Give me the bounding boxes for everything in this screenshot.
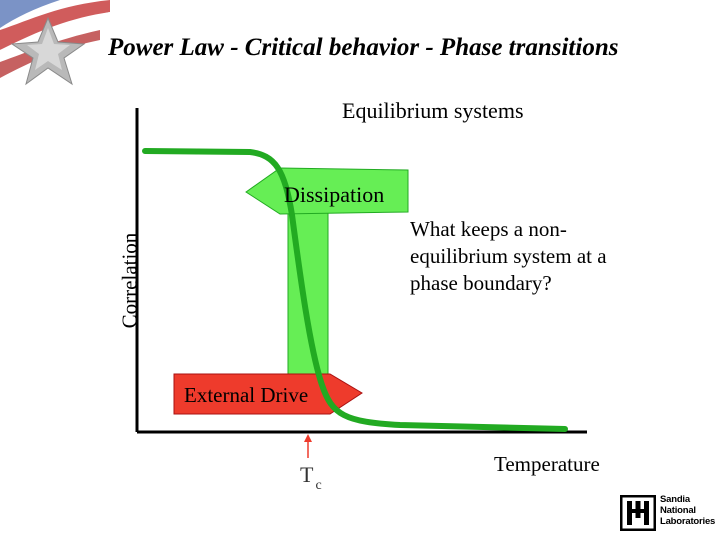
- dissipation-label: Dissipation: [284, 182, 385, 207]
- tc-subscript: c: [315, 478, 322, 493]
- tc-symbol: T: [300, 462, 314, 487]
- logo-line-3: Laboratories: [660, 516, 716, 527]
- sandia-logo-text: Sandia National Laboratories: [660, 494, 715, 527]
- correlation-curve: [142, 148, 568, 432]
- x-axis-label: Temperature: [494, 452, 600, 476]
- slide-title: Power Law - Critical behavior - Phase tr…: [108, 34, 619, 61]
- logo-line-2: National: [660, 505, 696, 516]
- external-drive-arrow: [173, 373, 363, 415]
- logo-line-1: Sandia: [660, 494, 690, 505]
- question-text: What keeps a non-equilibrium system at a…: [410, 217, 607, 295]
- subtitle-equilibrium-systems: Equilibrium systems: [342, 98, 524, 123]
- tc-marker-arrow: [304, 434, 312, 458]
- sandia-thunderbird-logo-icon: [620, 495, 656, 531]
- y-axis-label: Correlation: [117, 232, 142, 329]
- external-drive-label: External Drive: [184, 383, 309, 407]
- flag-star-logo-icon: [0, 0, 110, 86]
